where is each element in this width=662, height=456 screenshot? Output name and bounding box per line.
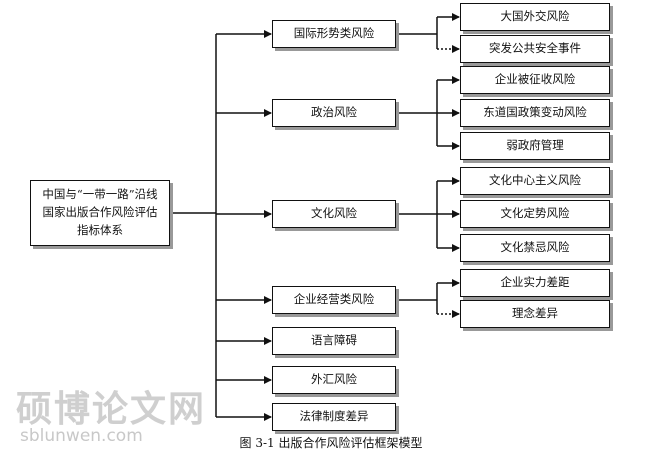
level2-label: 企业被征收风险 <box>494 72 576 87</box>
level2-node: 文化定势风险 <box>460 200 610 228</box>
root-node: 中国与“一带一路”沿线国家出版合作风险评估指标体系 <box>30 180 170 246</box>
level2-node: 企业实力差距 <box>460 269 610 297</box>
level1-node: 国际形势类风险 <box>272 20 396 48</box>
level1-label: 国际形势类风险 <box>293 26 375 41</box>
level2-label: 企业实力差距 <box>500 275 570 290</box>
level1-label: 语言障碍 <box>311 333 357 348</box>
level2-node: 企业被征收风险 <box>460 66 610 94</box>
watermark-url: sblunwen.com <box>20 426 143 446</box>
level1-label: 外汇风险 <box>311 372 357 387</box>
level2-node: 文化中心主义风险 <box>460 167 610 195</box>
level1-label: 法律制度差异 <box>299 409 369 424</box>
level2-label: 东道国政策变动风险 <box>483 105 587 120</box>
level2-node: 大国外交风险 <box>460 3 610 31</box>
level2-node: 弱政府管理 <box>460 132 610 160</box>
level2-node: 东道国政策变动风险 <box>460 99 610 127</box>
level1-node: 企业经营类风险 <box>272 286 396 314</box>
level2-node: 理念差异 <box>460 300 610 328</box>
level1-node: 政治风险 <box>272 99 396 127</box>
level1-node: 法律制度差异 <box>272 403 396 431</box>
watermark-chinese: 硕博论文网 <box>16 389 207 430</box>
level1-label: 文化风险 <box>311 206 357 221</box>
level1-node: 语言障碍 <box>272 327 396 355</box>
level2-label: 突发公共安全事件 <box>489 41 581 56</box>
level2-label: 文化中心主义风险 <box>489 173 581 188</box>
level2-label: 理念差异 <box>512 306 558 321</box>
root-label: 中国与“一带一路”沿线国家出版合作风险评估指标体系 <box>42 187 158 237</box>
figure-caption: 图 3-1 出版合作风险评估框架模型 <box>239 436 423 450</box>
level2-label: 弱政府管理 <box>506 138 564 153</box>
level1-node: 外汇风险 <box>272 366 396 394</box>
level1-label: 政治风险 <box>311 105 357 120</box>
watermark-logo: 硕博论文网 <box>16 380 206 432</box>
level2-label: 文化禁忌风险 <box>500 240 570 255</box>
level1-node: 文化风险 <box>272 200 396 228</box>
level2-node: 突发公共安全事件 <box>460 35 610 63</box>
level2-label: 文化定势风险 <box>500 206 570 221</box>
level2-label: 大国外交风险 <box>500 9 570 24</box>
level1-label: 企业经营类风险 <box>293 292 375 307</box>
level2-node: 文化禁忌风险 <box>460 234 610 262</box>
